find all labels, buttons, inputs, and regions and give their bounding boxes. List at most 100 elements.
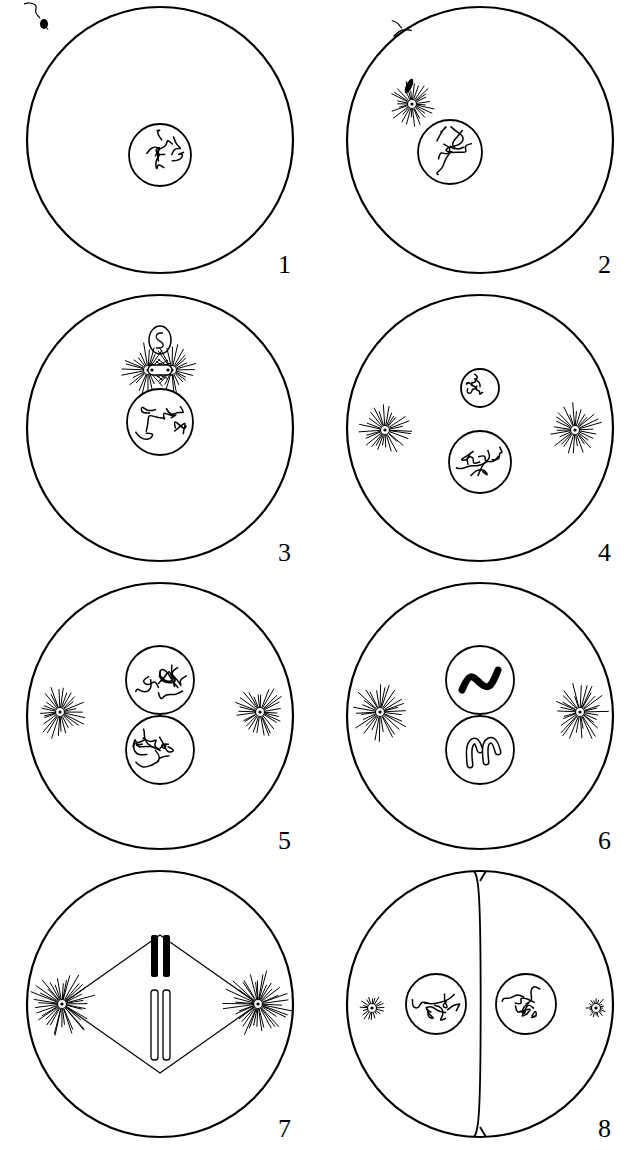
egg-cell	[27, 583, 293, 849]
aster-ray	[385, 711, 406, 712]
chromatin	[467, 388, 477, 393]
aster-ray	[235, 1006, 253, 1014]
nucleus	[126, 716, 194, 784]
nuclear-membrane	[126, 646, 194, 714]
aster-ray	[363, 1009, 367, 1010]
aster	[353, 684, 406, 741]
aster-ray	[551, 431, 571, 434]
aster-ray	[58, 717, 59, 736]
aster-ray	[63, 1009, 65, 1025]
aster-ray	[259, 1009, 262, 1031]
aster-ray	[367, 431, 381, 435]
aster-ray	[393, 107, 408, 118]
centriole	[256, 1002, 259, 1005]
aster-ray	[580, 419, 599, 428]
aster-ray	[263, 1000, 288, 1003]
aster-ray	[600, 1004, 602, 1005]
aster-ray	[390, 426, 403, 429]
aster-ray	[576, 435, 578, 446]
aster-ray	[586, 1007, 591, 1008]
aster-ray	[240, 698, 256, 709]
aster-ray	[580, 422, 602, 428]
aster-ray	[385, 703, 404, 710]
aster-ray	[596, 998, 597, 1003]
nucleus	[461, 369, 499, 407]
aster-ray	[233, 981, 255, 1001]
aster-ray	[598, 1000, 599, 1004]
aster-ray	[364, 700, 376, 709]
aster-ray	[381, 717, 383, 732]
aster-ray	[377, 1009, 384, 1011]
stage-two	[347, 7, 613, 273]
aster-ray	[582, 717, 592, 739]
chromatin	[412, 999, 428, 1008]
aster-ray	[596, 1013, 597, 1015]
centriole	[60, 1002, 63, 1005]
aster-ray	[585, 711, 609, 713]
stage-three	[27, 295, 293, 561]
aster-ray	[262, 717, 269, 736]
aster-ray	[578, 434, 590, 448]
aster	[235, 689, 281, 736]
aster-ray	[158, 351, 169, 366]
egg-cell	[27, 871, 293, 1137]
aster-ray	[177, 369, 195, 370]
centriole	[594, 1006, 597, 1009]
aster-ray	[245, 715, 256, 722]
aster-ray	[397, 103, 407, 104]
aster-ray	[237, 713, 255, 716]
aster-ray	[375, 1012, 377, 1014]
aster-ray	[416, 94, 426, 101]
aster-ray	[564, 713, 575, 716]
aster	[551, 402, 602, 453]
chromatin	[172, 136, 181, 155]
aster-ray	[576, 409, 581, 425]
centrosome	[256, 708, 265, 717]
aster-ray	[51, 687, 58, 707]
aster-ray	[366, 432, 381, 438]
centriole	[578, 710, 581, 713]
aster-ray	[373, 998, 375, 1003]
aster-ray	[223, 1005, 253, 1009]
aster-ray	[577, 435, 583, 453]
aster-ray	[599, 999, 603, 1004]
aster-ray	[377, 690, 380, 707]
aster-ray	[64, 1009, 72, 1034]
aster-ray	[177, 363, 196, 368]
aster-ray	[60, 717, 62, 732]
aster-ray	[65, 702, 84, 710]
aster-ray	[372, 998, 373, 1003]
centrosome	[368, 1004, 377, 1013]
stage-one	[24, 3, 293, 273]
stage-four	[347, 295, 613, 561]
aster-ray	[599, 1012, 602, 1016]
aster-ray	[379, 411, 383, 425]
chromatin	[438, 144, 449, 159]
nuclear-membrane	[418, 120, 482, 184]
aster-ray	[557, 430, 570, 431]
aster-ray	[417, 102, 430, 104]
aster-ray	[570, 415, 574, 426]
aster-ray	[67, 995, 95, 1003]
nuclear-membrane	[446, 716, 514, 784]
aster-ray	[65, 983, 79, 1000]
stage-six	[347, 583, 613, 849]
centrosome	[576, 708, 585, 717]
aster-ray	[389, 433, 397, 441]
nuclear-membrane	[449, 431, 511, 493]
aster	[31, 975, 95, 1036]
aster-ray	[383, 404, 384, 425]
aster-ray	[375, 997, 379, 1004]
aster	[391, 81, 434, 126]
aster-ray	[554, 427, 570, 429]
aster-ray	[366, 690, 378, 708]
centrosome	[592, 1004, 601, 1013]
aster-ray	[415, 86, 424, 100]
aster-ray	[263, 689, 275, 708]
centrosome	[408, 100, 417, 109]
aster-ray	[353, 707, 375, 711]
nucleus	[449, 431, 511, 493]
aster-ray	[360, 1007, 367, 1008]
aster-ray	[563, 714, 575, 719]
aster-ray	[64, 975, 78, 1000]
